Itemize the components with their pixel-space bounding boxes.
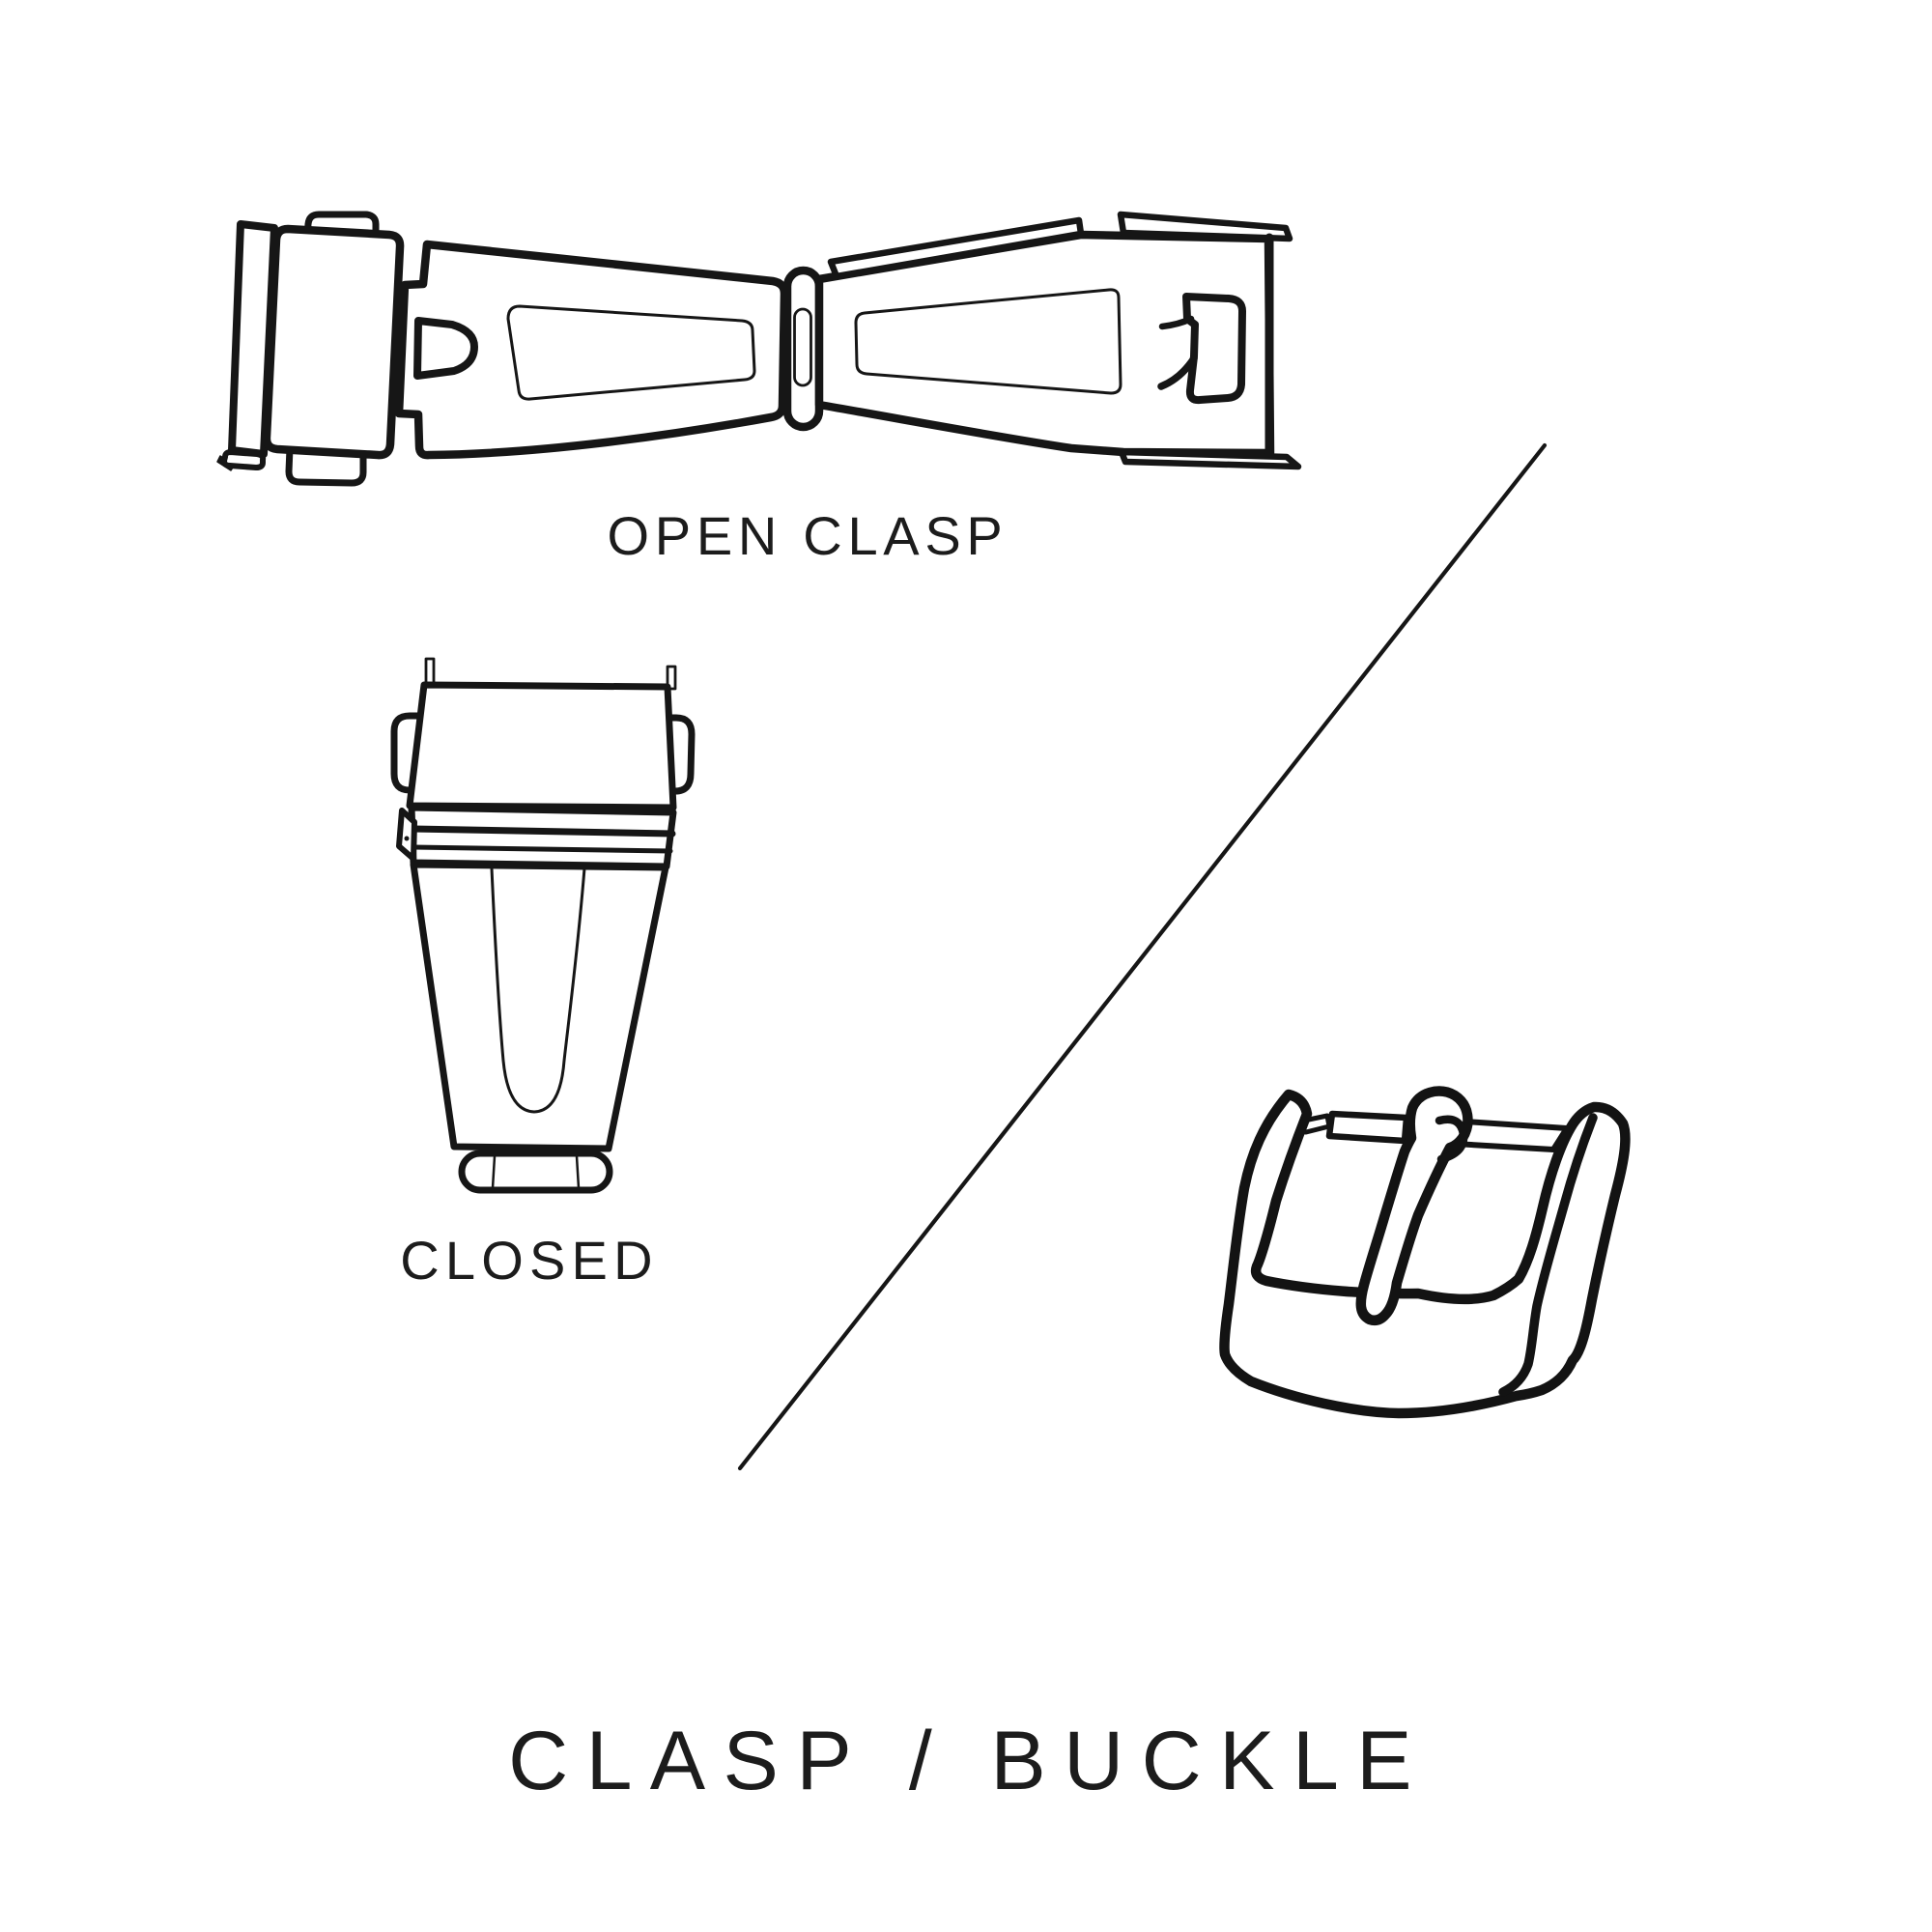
svg-text:CLOSED: CLOSED	[400, 1230, 659, 1291]
svg-text:CLASP / BUCKLE: CLASP / BUCKLE	[508, 1715, 1430, 1807]
svg-text:OPEN CLASP: OPEN CLASP	[608, 505, 1009, 566]
